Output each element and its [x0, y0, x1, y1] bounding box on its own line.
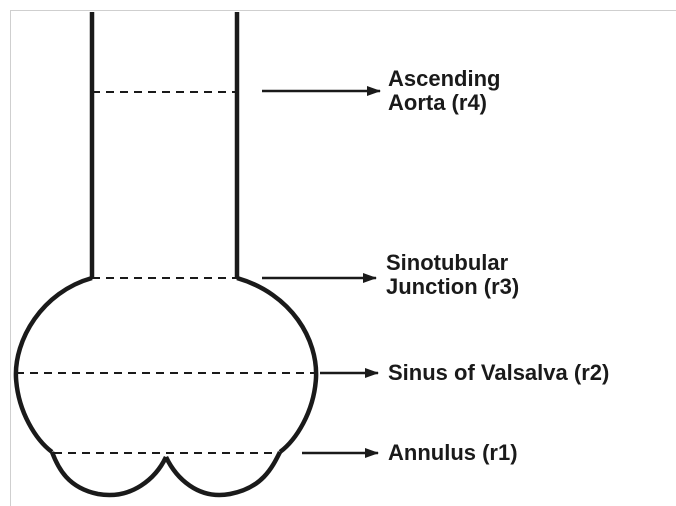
sinus-of-valsalva-label-text: Sinus of Valsalva (r2): [388, 361, 609, 385]
ascending-aorta-label-line2: Aorta (r4): [388, 91, 500, 115]
sinotubular-junction-label-line1: Sinotubular: [386, 251, 519, 275]
sinus-of-valsalva-label: Sinus of Valsalva (r2): [388, 361, 609, 385]
sinotubular-junction-label: Sinotubular Junction (r3): [386, 251, 519, 299]
annulus-label-text: Annulus (r1): [388, 441, 518, 465]
sinotubular-junction-label-line2: Junction (r3): [386, 275, 519, 299]
right-cusp-outline: [166, 452, 280, 495]
ascending-aorta-label-line1: Ascending: [388, 67, 500, 91]
sinus-right-outline: [237, 278, 316, 452]
annulus-label: Annulus (r1): [388, 441, 518, 465]
ascending-aorta-label: Ascending Aorta (r4): [388, 67, 500, 115]
sinus-left-outline: [16, 278, 92, 452]
left-cusp-outline: [52, 452, 166, 495]
